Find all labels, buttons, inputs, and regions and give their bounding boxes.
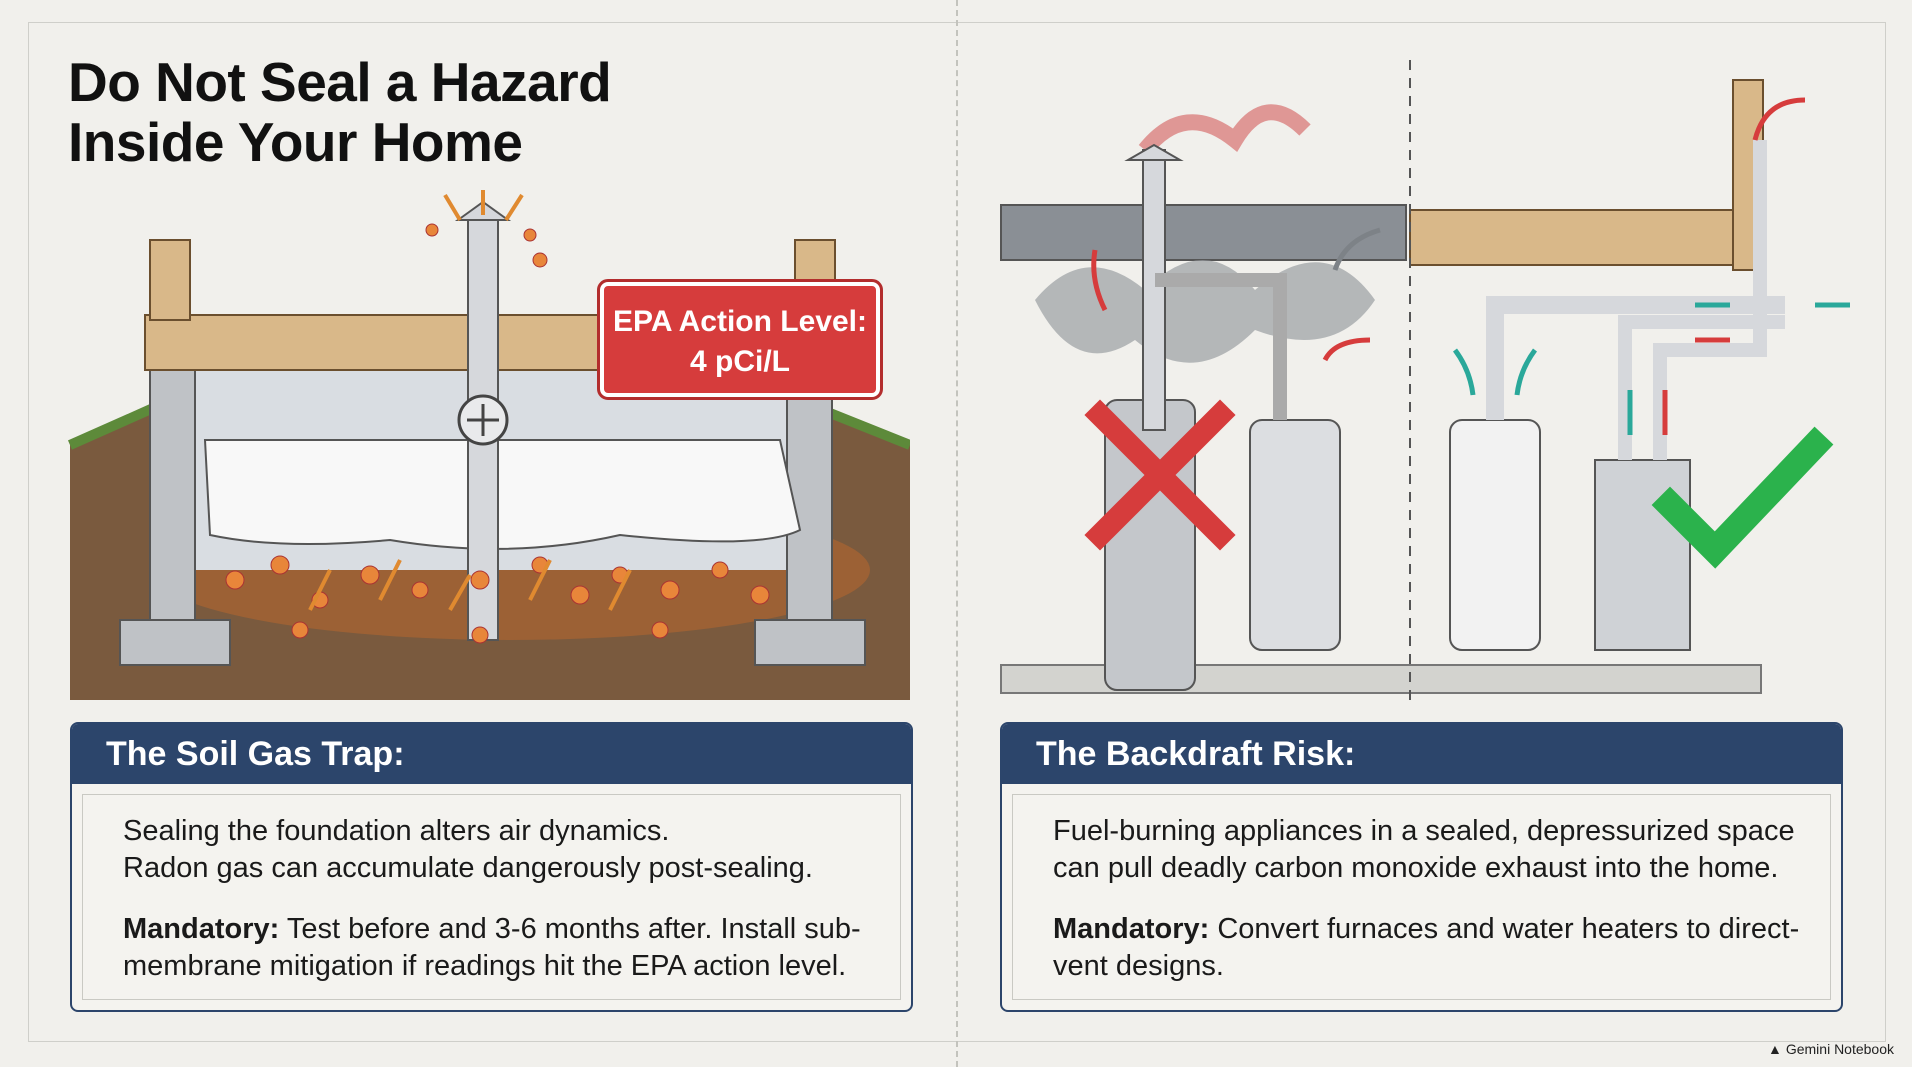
soil-gas-mandatory-text: Test before and 3-6 months after. Instal… xyxy=(123,913,861,982)
ceiling-beam-left xyxy=(1000,204,1407,261)
backdraft-line-2: can pull deadly carbon monoxide exhaust … xyxy=(1053,852,1779,884)
direct-vent-pipe-2 xyxy=(1618,315,1785,460)
crawlspace-radon-illustration xyxy=(67,190,910,700)
fan-blades xyxy=(467,404,499,436)
foundation-wall-right xyxy=(786,369,833,621)
rising-arrows xyxy=(308,190,632,611)
backdraft-illustration xyxy=(1000,60,1850,700)
water-heater-bad xyxy=(1249,419,1341,651)
backdraft-mandatory-text: Convert furnaces and water heaters to di… xyxy=(1053,913,1800,982)
soil-gas-heading: The Soil Gas Trap: xyxy=(72,724,911,784)
flue-pipe-bad xyxy=(1142,149,1166,431)
radon-particles xyxy=(225,223,770,644)
grass-left xyxy=(67,400,163,450)
direct-vent-pipe-3 xyxy=(1653,140,1767,460)
footing-right xyxy=(754,619,866,666)
vapor-membrane xyxy=(203,439,802,550)
soil-gas-line-1: Sealing the foundation alters air dynami… xyxy=(123,815,670,847)
flue-cap-bad xyxy=(1124,143,1184,161)
footer-brand-text: Gemini Notebook xyxy=(1785,1041,1894,1057)
backdraft-line-1: Fuel-burning appliances in a sealed, dep… xyxy=(1053,815,1795,847)
direct-vent-pipe-1 xyxy=(1486,296,1785,420)
furnace-good xyxy=(1594,459,1691,651)
ceiling-beam-right xyxy=(1409,209,1761,266)
smoke-cloud xyxy=(1035,260,1375,363)
soil-gas-mandatory-label: Mandatory: xyxy=(123,913,280,945)
title-line-2: Inside Your Home xyxy=(68,111,523,173)
airflow-arrows xyxy=(1091,97,1850,435)
page-title: Do Not Seal a Hazard Inside Your Home xyxy=(68,51,612,173)
foundation-wall-left xyxy=(149,369,196,621)
soil-gas-line-2: Radon gas can accumulate dangerously pos… xyxy=(123,852,813,884)
footing-left xyxy=(119,619,231,666)
epa-callout-line-2: 4 pCi/L xyxy=(689,345,790,378)
epa-callout-line-1: EPA Action Level: xyxy=(613,305,867,338)
red-x-icon xyxy=(1084,399,1236,551)
backdraft-mandatory-label: Mandatory: xyxy=(1053,913,1210,945)
stud-left xyxy=(149,239,191,321)
backdraft-heading: The Backdraft Risk: xyxy=(1002,724,1841,784)
backdraft-body: Fuel-burning appliances in a sealed, dep… xyxy=(1012,794,1831,1000)
title-line-1: Do Not Seal a Hazard xyxy=(68,51,612,113)
footer-brand: ▲Gemini Notebook xyxy=(1768,1041,1894,1057)
epa-callout: EPA Action Level: 4 pCi/L xyxy=(597,279,883,400)
green-check-icon xyxy=(1651,426,1834,569)
water-heater-good xyxy=(1449,419,1541,651)
soil-gas-panel: The Soil Gas Trap: Sealing the foundatio… xyxy=(70,722,913,1012)
smoke-plume xyxy=(1138,104,1311,156)
vent-connector-bad xyxy=(1155,273,1287,420)
notebook-logo-icon: ▲ xyxy=(1767,1041,1782,1057)
soil-gas-body: Sealing the foundation alters air dynami… xyxy=(82,794,901,1000)
center-divider xyxy=(956,0,958,1067)
backdraft-panel: The Backdraft Risk: Fuel-burning applian… xyxy=(1000,722,1843,1012)
